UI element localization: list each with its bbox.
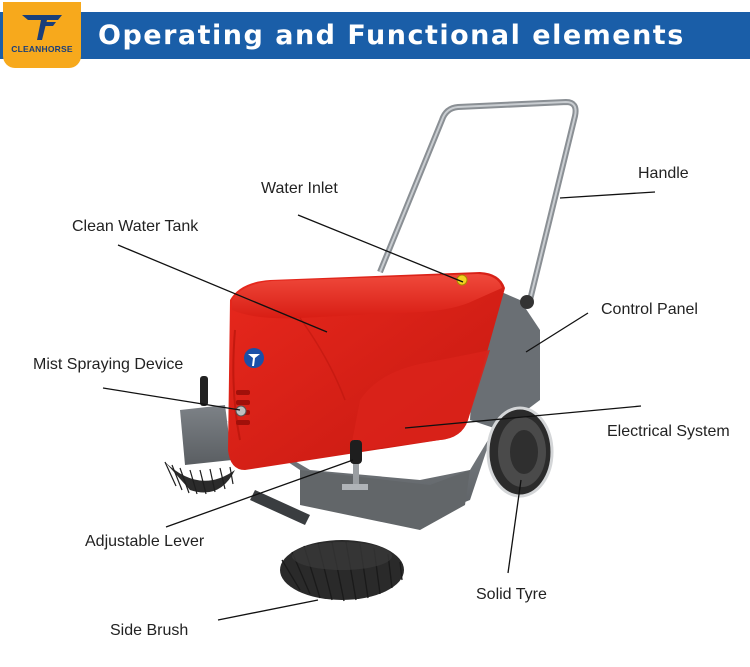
- mist-nozzle: [235, 405, 247, 417]
- page-title: Operating and Functional elements: [98, 20, 685, 51]
- label-solid-tyre: Solid Tyre: [476, 586, 547, 603]
- logo-text: CLEANHORSE: [11, 44, 73, 54]
- leader-line-control-panel: [525, 312, 589, 353]
- leader-line-clean-water-tank: [117, 244, 328, 333]
- control-knob: [520, 295, 534, 309]
- leader-line-handle: [559, 191, 656, 199]
- handle-bar: [377, 99, 579, 301]
- solid-tyre: [486, 406, 554, 498]
- horse-logo-icon: [22, 15, 62, 40]
- brand-logo: CLEANHORSE: [3, 2, 81, 68]
- left-side-brush: [164, 376, 235, 495]
- label-side-brush: Side Brush: [110, 622, 189, 639]
- label-water-inlet: Water Inlet: [261, 180, 338, 197]
- leader-line-solid-tyre: [507, 479, 522, 574]
- label-adjustable-lever: Adjustable Lever: [85, 533, 205, 550]
- label-handle: Handle: [638, 165, 689, 182]
- leader-line-electrical-system: [404, 405, 642, 429]
- label-control-panel: Control Panel: [601, 301, 698, 318]
- leader-line-water-inlet: [297, 214, 464, 283]
- leader-lines: [102, 191, 656, 621]
- leader-line-adjustable-lever: [165, 459, 354, 528]
- tank-lid: [232, 274, 502, 319]
- label-mist-spraying-device: Mist Spraying Device: [33, 356, 184, 373]
- front-side-brush: [280, 540, 404, 602]
- header-bar: [0, 12, 750, 59]
- leader-line-side-brush: [217, 599, 319, 621]
- label-electrical-system: Electrical System: [607, 423, 730, 440]
- leader-line-mist-spraying: [102, 387, 241, 411]
- label-clean-water-tank: Clean Water Tank: [72, 218, 199, 235]
- adjustable-lever: [342, 440, 368, 490]
